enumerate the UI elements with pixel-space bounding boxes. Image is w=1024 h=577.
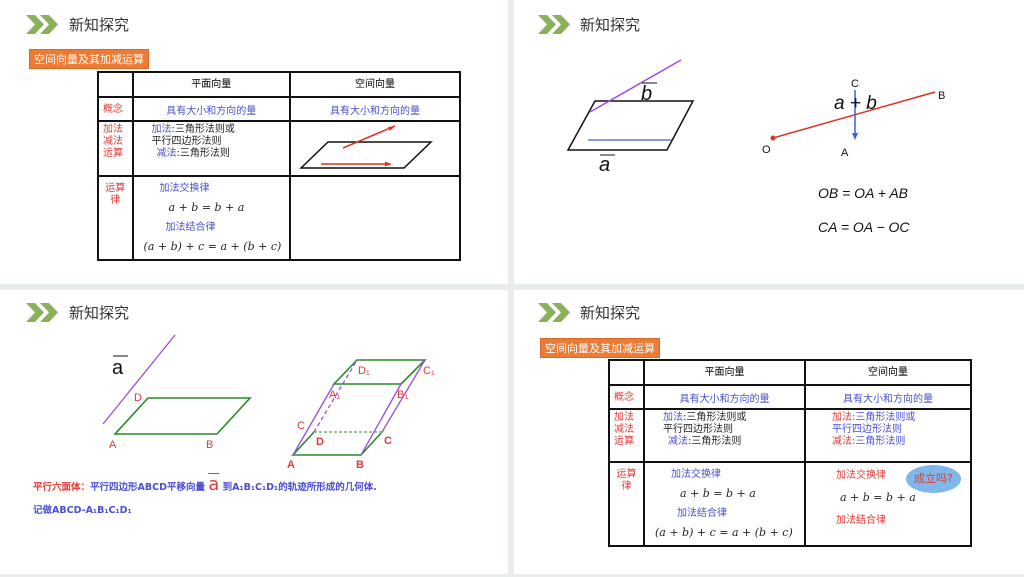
- label-D: D: [134, 392, 142, 404]
- slide-title: 新知探究: [69, 16, 130, 34]
- text: 减法: [668, 436, 688, 447]
- plane-vector-diagram: [299, 125, 433, 169]
- cell: [289, 120, 461, 177]
- vector-OB: [772, 91, 936, 139]
- formula: a + b = b + a: [680, 487, 756, 500]
- label-B: B: [206, 439, 213, 451]
- slide-thumbnail-4[interactable]: 新知探究 空间向量及其加减运算 平面向量空间向量 概念具有大小和方向的量具有大小…: [514, 290, 1024, 574]
- text: 减法: [832, 436, 852, 447]
- header-space: 空间向量: [804, 359, 972, 386]
- header-space: 空间向量: [289, 71, 461, 98]
- text: 加法结合律: [165, 222, 216, 233]
- label-D1: D₁: [358, 365, 370, 377]
- header-plane: 平面向量: [131, 71, 292, 98]
- chevron-icon: [26, 15, 58, 34]
- row-label: 加法减法运算: [608, 408, 645, 463]
- text: :三角形法则: [176, 148, 230, 159]
- cell: 加法:三角形法则或平行四边形法则减法:三角形法则: [804, 408, 972, 463]
- comparison-table: 平面向量空间向量 概念具有大小和方向的量具有大小和方向的量 加法减法运算 加法:…: [608, 359, 972, 547]
- cell: 加法交换律 a + b = b + a 加法结合律 (a + b) + c = a +…: [643, 461, 806, 547]
- label-A: A: [109, 439, 117, 451]
- slide-title: 新知探究: [69, 304, 130, 322]
- text: :三角形法则或: [171, 124, 235, 135]
- row-label: 概念: [608, 384, 645, 410]
- label-C: C: [384, 435, 392, 447]
- label-C-side: C: [297, 420, 305, 432]
- label-A: A: [287, 459, 295, 471]
- equation-CA: CA = OA − OC: [818, 219, 910, 235]
- label-A: A: [841, 147, 849, 159]
- plane: [566, 100, 695, 151]
- text: 加法结合律: [836, 515, 886, 526]
- chevron-icon: [538, 303, 570, 322]
- text: 加法结合律: [677, 508, 727, 519]
- slide-thumbnail-1[interactable]: 新知探究 空间向量及其加减运算 平面向量空间向量 概念具有大小和方向的量具有大小…: [0, 0, 508, 284]
- row-label: 运算律: [97, 175, 134, 261]
- label-B1: B₁: [397, 389, 408, 401]
- comparison-table: 平面向量空间向量 概念具有大小和方向的量具有大小和方向的量 加法减法运算 加法:…: [97, 71, 461, 261]
- label-vector-a: a: [112, 357, 124, 379]
- term: 平行六面体：: [33, 482, 91, 493]
- slide-title: 新知探究: [580, 16, 641, 34]
- question-cloud: 成立吗?: [906, 465, 961, 493]
- text: 平行四边形法则: [151, 136, 222, 147]
- formula: a + b = b + a: [168, 201, 245, 214]
- chevron-icon: [26, 303, 58, 322]
- label-b: b: [641, 83, 652, 105]
- cell: 加法:三角形法则或平行四边形法则减法:三角形法则: [131, 120, 292, 177]
- cell: [289, 175, 461, 261]
- formula: (a + b) + c = a + (b + c): [655, 526, 793, 539]
- label-O: O: [762, 144, 771, 156]
- text: :三角形法则或: [852, 412, 916, 423]
- cell: 加法交换律 a + b = b + a 加法结合律 (a + b) + c = a +…: [131, 175, 292, 261]
- text: 减法: [156, 148, 177, 159]
- slide-thumbnail-3[interactable]: 新知探究 a A B D A B C D C A₁ B₁ C₁ D₁: [0, 290, 508, 574]
- label-B: B: [938, 90, 945, 102]
- slide-thumbnail-2[interactable]: 新知探究 b a O B C A a + b OB = OA + AB CA =…: [514, 0, 1024, 284]
- vector-a: a: [208, 474, 220, 495]
- header-plane: 平面向量: [643, 359, 806, 386]
- notation-text: 记做ABCD-A₁B₁C₁D₁: [33, 505, 132, 516]
- text: 加法交换律: [836, 470, 886, 481]
- section-tag: 空间向量及其加减运算: [29, 49, 149, 69]
- text: 平行四边形法则: [663, 424, 733, 435]
- cell: 具有大小和方向的量: [289, 96, 461, 122]
- label-a: a: [599, 154, 610, 176]
- text: 平行四边形ABCD平移向量: [90, 482, 205, 493]
- section-tag: 空间向量及其加减运算: [540, 338, 660, 358]
- label-A1: A₁: [329, 389, 340, 401]
- definition-text: 平行六面体：平行四边形ABCD平移向量 a 到A₁B₁C₁D₁的轨迹所形成的几何…: [33, 474, 377, 495]
- row-label: 运算律: [608, 461, 645, 547]
- label-B: B: [356, 459, 364, 471]
- label-a-plus-b: a + b: [834, 93, 877, 114]
- text: 加法: [832, 412, 852, 423]
- text: :三角形法则或: [683, 412, 747, 423]
- label-C1: C₁: [423, 365, 435, 377]
- row-label: 概念: [97, 96, 134, 122]
- chevron-icon: [538, 15, 570, 34]
- vector-diagram: b a O B C A a + b OB = OA + AB CA = OA −…: [566, 59, 945, 235]
- text: 到A₁B₁C₁D₁的轨迹所形成的几何体.: [222, 482, 377, 493]
- slide-title: 新知探究: [580, 304, 641, 322]
- cell: 具有大小和方向的量: [643, 384, 806, 410]
- formula: a + b = b + a: [840, 491, 916, 504]
- cell: 具有大小和方向的量: [804, 384, 972, 410]
- cell: 具有大小和方向的量: [131, 96, 292, 122]
- text: 加法交换律: [671, 469, 721, 480]
- text: 平行四边形法则: [832, 424, 902, 435]
- label-D: D: [316, 436, 324, 448]
- cell: 加法:三角形法则或平行四边形法则减法:三角形法则: [643, 408, 806, 463]
- label-C: C: [851, 78, 859, 90]
- parallelepiped-diagram: a A B D A B C D C A₁ B₁ C₁ D₁: [102, 334, 435, 471]
- row-label: 加法减法运算: [97, 120, 134, 177]
- text: 加法: [151, 124, 172, 135]
- text: 加法交换律: [159, 183, 210, 194]
- text: 加法: [663, 412, 683, 423]
- equation-OB: OB = OA + AB: [818, 185, 908, 201]
- cell: 加法交换律 a + b = b + a 加法结合律 成立吗?: [804, 461, 972, 547]
- formula: (a + b) + c = a + (b + c): [143, 240, 282, 253]
- vector-b-line: [589, 59, 682, 113]
- text: :三角形法则: [688, 436, 742, 447]
- text: :三角形法则: [852, 436, 906, 447]
